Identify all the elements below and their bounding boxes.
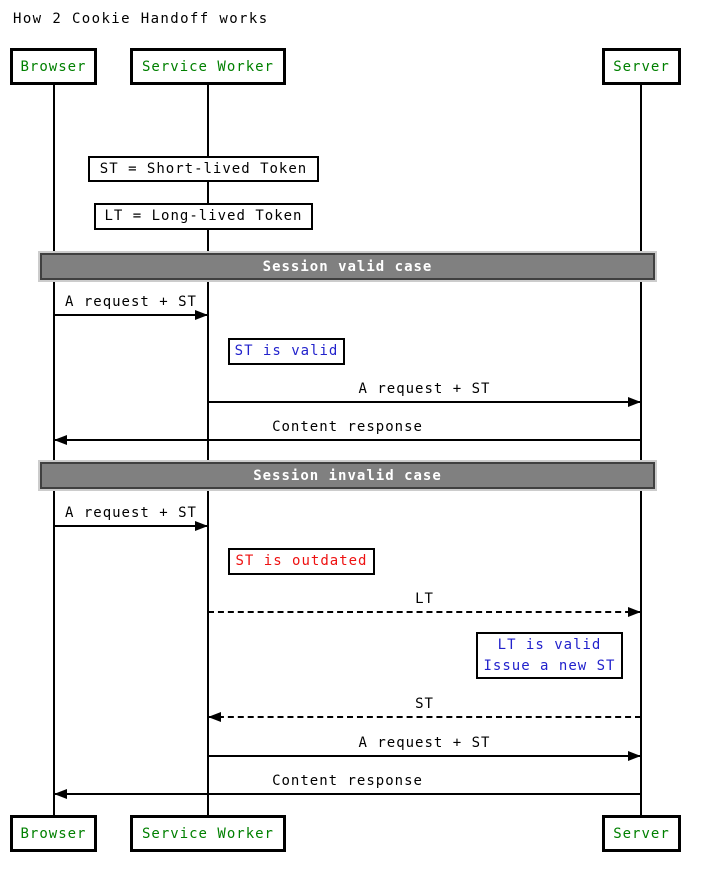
participant-box-server-top: Server (602, 48, 681, 85)
note-lt-valid-line2: Issue a new ST (483, 657, 616, 674)
arrowhead-right-icon (628, 751, 641, 761)
note-lt-valid: LT is valid Issue a new ST (476, 632, 623, 679)
participant-label-server: Server (613, 58, 670, 75)
message-label-content-response-2: Content response (272, 773, 423, 789)
arrowhead-left-icon (54, 435, 67, 445)
lifeline-browser (53, 85, 55, 815)
section-bar-valid: Session valid case (40, 253, 655, 280)
message-label-request-st-3: A request + ST (64, 505, 197, 521)
participant-label-browser: Browser (20, 58, 87, 75)
participant-box-service-worker-bottom: Service Worker (130, 815, 286, 852)
lifeline-server (640, 85, 642, 815)
participant-label-service-worker: Service Worker (141, 58, 274, 75)
message-arrow-request-st-4 (208, 755, 641, 757)
legend-note-st: ST = Short-lived Token (88, 156, 319, 182)
note-st-valid-text: ST is valid (234, 343, 339, 359)
diagram-title: How 2 Cookie Handoff works (13, 11, 269, 27)
section-bar-invalid: Session invalid case (40, 462, 655, 489)
arrowhead-right-icon (195, 310, 208, 320)
message-arrow-request-st-3 (54, 525, 208, 527)
message-arrow-content-response-1 (54, 439, 641, 441)
note-st-valid: ST is valid (228, 338, 345, 365)
arrowhead-left-icon (208, 712, 221, 722)
message-label-request-st-4: A request + ST (358, 735, 491, 751)
message-arrow-request-st-1 (54, 314, 208, 316)
arrowhead-right-icon (195, 521, 208, 531)
participant-label-server: Server (613, 825, 670, 842)
participant-label-service-worker: Service Worker (141, 825, 274, 842)
legend-note-lt-text: LT = Long-lived Token (104, 208, 303, 224)
participant-box-browser-top: Browser (10, 48, 97, 85)
participant-box-browser-bottom: Browser (10, 815, 97, 852)
arrowhead-left-icon (54, 789, 67, 799)
message-label-st: ST (415, 696, 434, 712)
participant-box-service-worker-top: Service Worker (130, 48, 286, 85)
message-arrow-st (208, 716, 641, 718)
participant-label-browser: Browser (20, 825, 87, 842)
arrowhead-right-icon (628, 607, 641, 617)
message-arrow-request-st-2 (208, 401, 641, 403)
message-arrow-content-response-2 (54, 793, 641, 795)
section-bar-valid-label: Session valid case (262, 258, 433, 275)
note-st-outdated: ST is outdated (228, 548, 375, 575)
message-label-lt: LT (415, 591, 434, 607)
lifeline-service-worker (207, 85, 209, 815)
message-label-request-st-1: A request + ST (64, 294, 197, 310)
arrowhead-right-icon (628, 397, 641, 407)
legend-note-lt: LT = Long-lived Token (94, 203, 313, 230)
participant-box-server-bottom: Server (602, 815, 681, 852)
message-label-request-st-2: A request + ST (358, 381, 491, 397)
message-arrow-lt (208, 611, 641, 613)
section-bar-invalid-label: Session invalid case (253, 467, 442, 484)
note-lt-valid-line1: LT is valid (497, 636, 602, 653)
legend-note-st-text: ST = Short-lived Token (99, 160, 308, 177)
note-st-outdated-text: ST is outdated (235, 553, 368, 569)
message-label-content-response-1: Content response (272, 419, 423, 435)
